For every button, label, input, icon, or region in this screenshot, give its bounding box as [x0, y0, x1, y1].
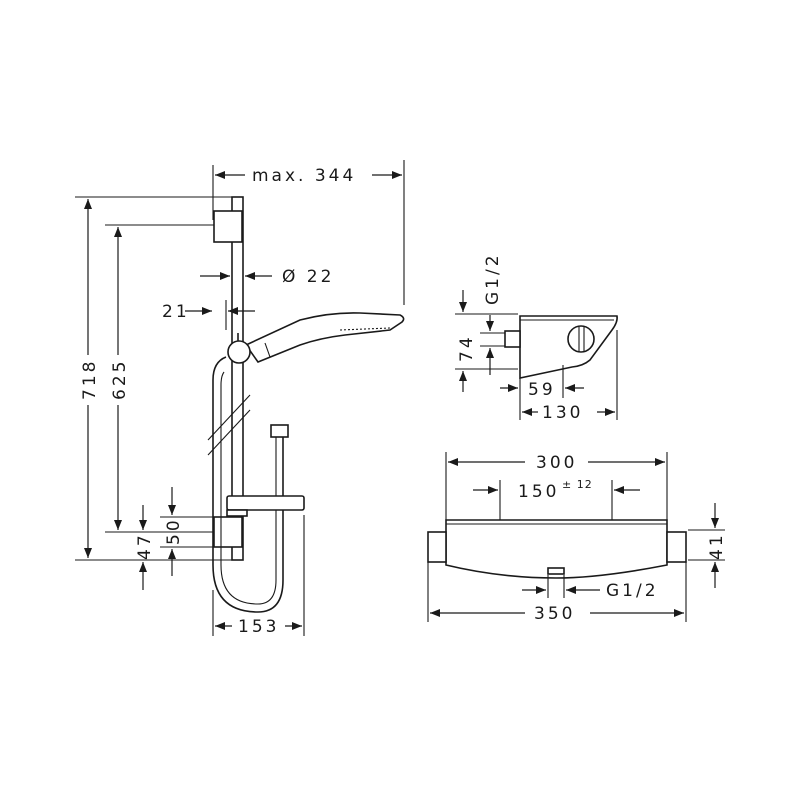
hand-shower-band [264, 342, 271, 358]
dim-label-718: 718 [80, 359, 100, 400]
shower-hose [212, 356, 284, 613]
hose-connector [270, 424, 289, 438]
dim-label-130: 130 [542, 403, 583, 423]
shower-hose-inner [220, 371, 277, 605]
dim-label-350: 350 [534, 604, 575, 624]
outlet [547, 567, 565, 575]
dim-label-41: 41 [707, 532, 727, 560]
bottom-wall-bracket [213, 516, 243, 548]
dim-label-21: 21 [162, 302, 190, 322]
dim-label-max-344: max. 344 [252, 166, 356, 186]
dim-label-47: 47 [135, 532, 155, 560]
thermostat-knob [567, 325, 595, 353]
shower-holder-slider [227, 340, 251, 364]
dim-label-153: 153 [238, 617, 279, 637]
hand-shower [244, 312, 405, 363]
thermostat-front-body [445, 519, 668, 579]
shower-rail-set: max. 344 Ø 22 21 718 625 47 50 153 [75, 160, 405, 637]
thermostat-front-view: 300 150 ± 12 41 G1/2 350 [427, 452, 727, 624]
dim-label-diameter-22: Ø 22 [282, 267, 334, 287]
side-connection [504, 330, 521, 348]
thermostat-side-body [519, 315, 618, 379]
dim-label-tolerance: ± 12 [562, 478, 593, 491]
dim-label-g12-front: G1/2 [606, 581, 659, 601]
dim-label-625: 625 [110, 359, 130, 400]
thermostat-side-view: 74 G1/2 59 130 [455, 252, 618, 423]
soap-dish [226, 495, 305, 511]
right-connection [666, 531, 687, 563]
dim-label-g12-side: G1/2 [483, 252, 503, 305]
dim-label-59: 59 [528, 380, 556, 400]
dim-label-74: 74 [457, 334, 477, 362]
dim-label-50: 50 [164, 517, 184, 545]
dim-label-150: 150 [518, 482, 559, 502]
soap-dish-clamp [226, 509, 248, 517]
break-line [207, 409, 251, 456]
spray-face [339, 327, 391, 331]
left-connection [427, 531, 447, 563]
break-line [207, 394, 251, 441]
top-wall-bracket [213, 210, 243, 243]
dim-label-300: 300 [536, 453, 577, 473]
